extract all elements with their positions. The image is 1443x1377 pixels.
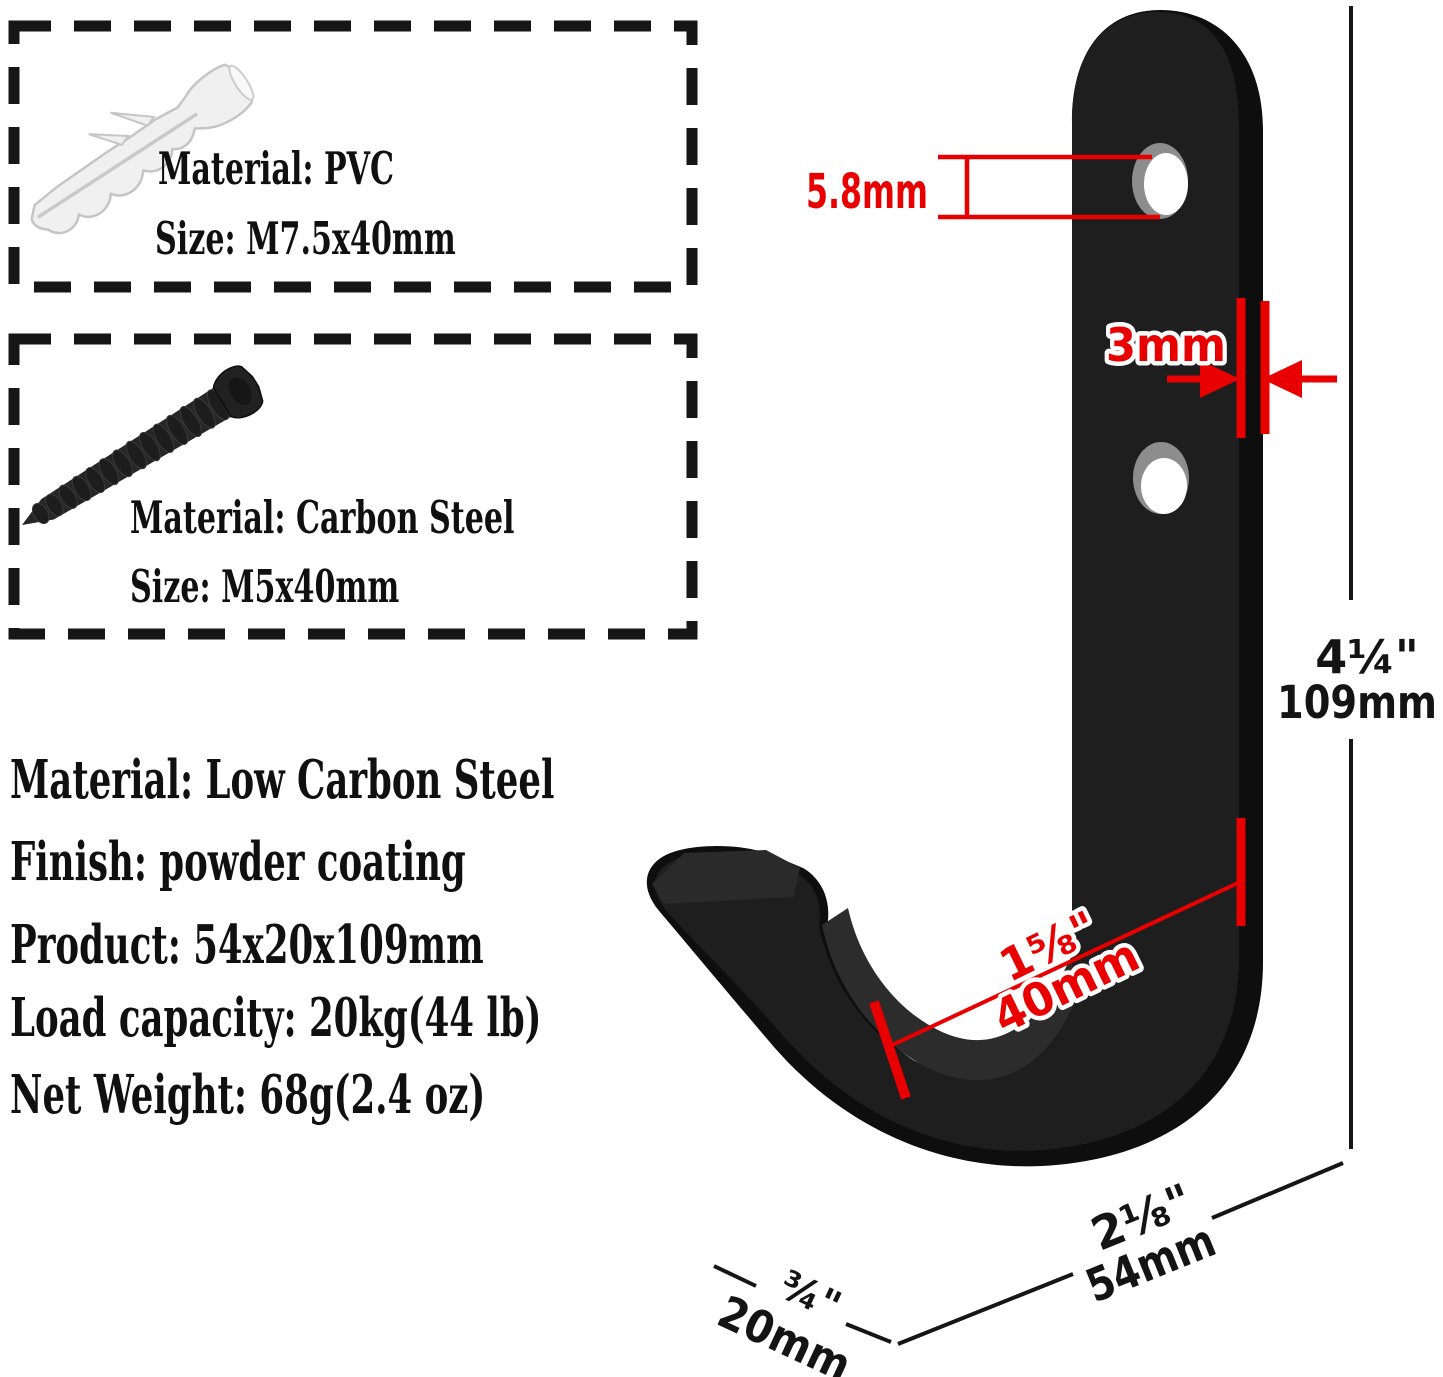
arrow-left-icon [1262, 360, 1302, 398]
screw-material-label: Material: Carbon Steel [130, 491, 515, 544]
mounting-hole-top [1132, 143, 1188, 219]
screw-size-label: Size: M5x40mm [130, 560, 400, 613]
dashed-border [8, 20, 698, 293]
spec-material: Material: Low Carbon Steel [10, 749, 555, 811]
hook-front-face [654, 12, 1239, 1151]
hole-diameter-label: 5.8mm [806, 164, 928, 220]
arrow-right-icon [1200, 360, 1240, 398]
height-mm-label: 109mm [1277, 676, 1437, 729]
depth-dimension-line [713, 1264, 892, 1344]
spec-load-capacity: Load capacity: 20kg(44 lb) [10, 987, 542, 1049]
spec-net-weight: Net Weight: 68g(2.4 oz) [10, 1064, 486, 1126]
mounting-hole-bottom [1133, 442, 1189, 514]
thickness-callout [1167, 298, 1337, 438]
height-inch-label: 4¼" [1315, 630, 1419, 684]
hook-tip-facet [652, 850, 800, 904]
hole-diameter-callout [938, 154, 1160, 220]
wall-anchor-icon [30, 63, 255, 235]
spec-product-size: Product: 54x20x109mm [10, 914, 484, 976]
screw-icon [22, 365, 264, 525]
anchor-size-label: Size: M7.5x40mm [155, 212, 456, 265]
width-dimension-line [897, 1161, 1344, 1346]
thickness-label: 3mm [1106, 318, 1226, 372]
screw-spec-panel: Material: Carbon Steel Size: M5x40mm [8, 333, 698, 640]
anchor-spec-panel: Material: PVC Size: M7.5x40mm [8, 20, 698, 293]
hook-depth-callout [869, 818, 1246, 1100]
anchor-material-label: Material: PVC [158, 142, 395, 195]
spec-finish: Finish: powder coating [10, 831, 466, 893]
